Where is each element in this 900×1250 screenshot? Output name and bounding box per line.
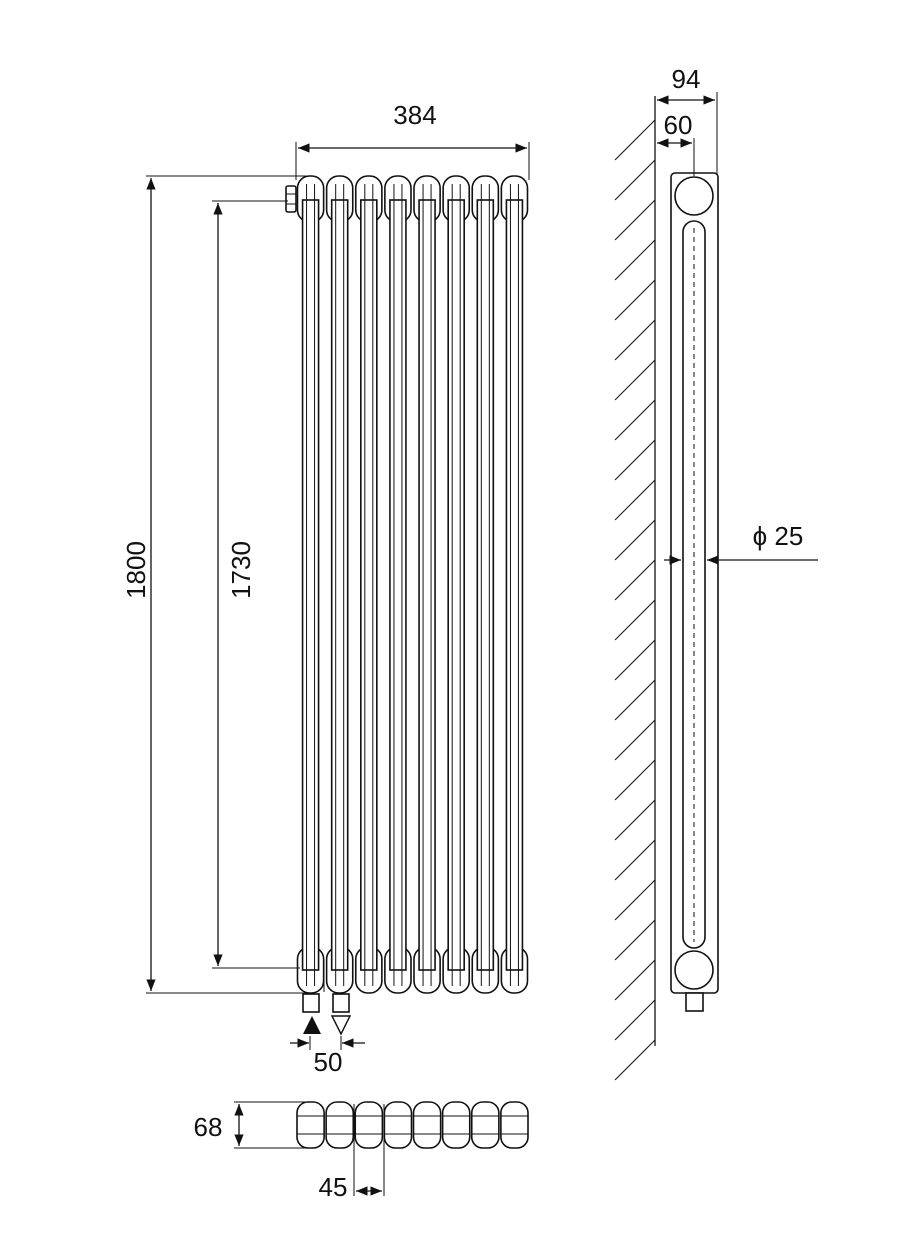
dim-width-label: 384 <box>393 100 436 130</box>
outlet-connection <box>332 993 350 1013</box>
flow-in-arrow-icon <box>303 1016 321 1034</box>
dim-plan-depth: 68 <box>194 1101 306 1149</box>
dim-depth-column: 60 <box>657 110 695 176</box>
plan-view: 68 45 <box>194 1101 529 1202</box>
plan-section-body <box>470 1101 500 1149</box>
plan-section-body <box>500 1101 529 1149</box>
hatch-line <box>614 759 656 801</box>
dim-connection-spacing: 50 <box>290 1036 365 1077</box>
front-section <box>296 175 325 994</box>
front-section <box>471 175 500 994</box>
hatch-line <box>614 879 656 921</box>
plan-section <box>500 1101 529 1149</box>
dim-tube-diameter-label: ϕ 25 <box>753 521 804 551</box>
dim-height-centers: 1730 <box>212 200 300 969</box>
plan-section <box>470 1101 500 1149</box>
plan-section-body <box>412 1101 442 1149</box>
front-view: 384 1800 1730 50 <box>121 100 530 1077</box>
plan-section <box>412 1101 442 1149</box>
plan-section <box>296 1101 325 1149</box>
dim-section-pitch: 45 <box>319 1104 385 1202</box>
hatch-line <box>614 799 656 841</box>
hatch-line <box>614 199 656 241</box>
hatch-line <box>614 439 656 481</box>
hatch-line <box>614 239 656 281</box>
front-section-tube <box>360 199 378 971</box>
hatch-line <box>614 839 656 881</box>
front-section-tube <box>418 199 436 971</box>
bottom-header-circle <box>674 950 714 990</box>
front-section <box>413 175 441 994</box>
hatch-line <box>614 479 656 521</box>
plan-section <box>441 1101 471 1149</box>
wall-hatch <box>614 119 656 1081</box>
plan-section <box>325 1101 355 1149</box>
plan-section-body <box>383 1101 413 1149</box>
hatch-line <box>614 519 656 561</box>
front-section-tube <box>476 199 495 971</box>
front-section <box>354 175 383 994</box>
plan-section <box>383 1101 413 1149</box>
hatch-line <box>614 599 656 641</box>
hatch-line <box>614 639 656 681</box>
plan-sections <box>296 1101 529 1149</box>
inlet-connection <box>302 993 320 1013</box>
hatch-line <box>614 559 656 601</box>
dim-height-centers-label: 1730 <box>226 541 256 599</box>
dim-depth-total-label: 94 <box>672 64 701 94</box>
front-section-tube <box>330 199 349 971</box>
plan-section <box>354 1101 384 1149</box>
plan-section-body <box>441 1101 471 1149</box>
front-section-tube <box>447 199 465 971</box>
side-view: 94 60 ϕ 25 <box>614 64 818 1081</box>
dim-height-total: 1800 <box>121 175 306 994</box>
air-vent-plug <box>285 185 297 213</box>
hatch-line <box>614 159 656 201</box>
front-section <box>442 175 471 994</box>
top-header-circle <box>674 176 714 216</box>
hatch-line <box>614 319 656 361</box>
hatch-line <box>614 1039 656 1081</box>
dim-connection-spacing-label: 50 <box>314 1047 343 1077</box>
plan-section-body <box>354 1101 384 1149</box>
front-section-tube <box>505 199 524 971</box>
hatch-line <box>614 999 656 1041</box>
dim-width: 384 <box>295 100 530 180</box>
hatch-line <box>614 359 656 401</box>
hatch-line <box>614 399 656 441</box>
front-section <box>325 175 354 994</box>
hatch-line <box>614 959 656 1001</box>
front-section <box>384 175 412 994</box>
hatch-line <box>614 719 656 761</box>
dim-tube-diameter: ϕ 25 <box>664 521 818 565</box>
dim-section-pitch-label: 45 <box>319 1172 348 1202</box>
front-sections <box>296 175 529 994</box>
hatch-line <box>614 279 656 321</box>
hatch-line <box>614 679 656 721</box>
dim-depth-total: 94 <box>657 64 718 174</box>
flow-out-arrow-icon <box>330 1015 352 1036</box>
hatch-line <box>614 919 656 961</box>
dim-plan-depth-label: 68 <box>194 1112 223 1142</box>
dim-height-total-label: 1800 <box>121 541 151 599</box>
hatch-line <box>614 119 656 161</box>
front-section <box>500 175 529 994</box>
dim-depth-column-label: 60 <box>664 110 693 140</box>
front-section-tube <box>389 199 407 971</box>
plan-section-body <box>296 1101 325 1149</box>
plan-section-body <box>325 1101 355 1149</box>
side-connection-stub <box>685 992 704 1012</box>
tube-profile <box>682 220 706 949</box>
front-section-tube <box>301 199 320 971</box>
